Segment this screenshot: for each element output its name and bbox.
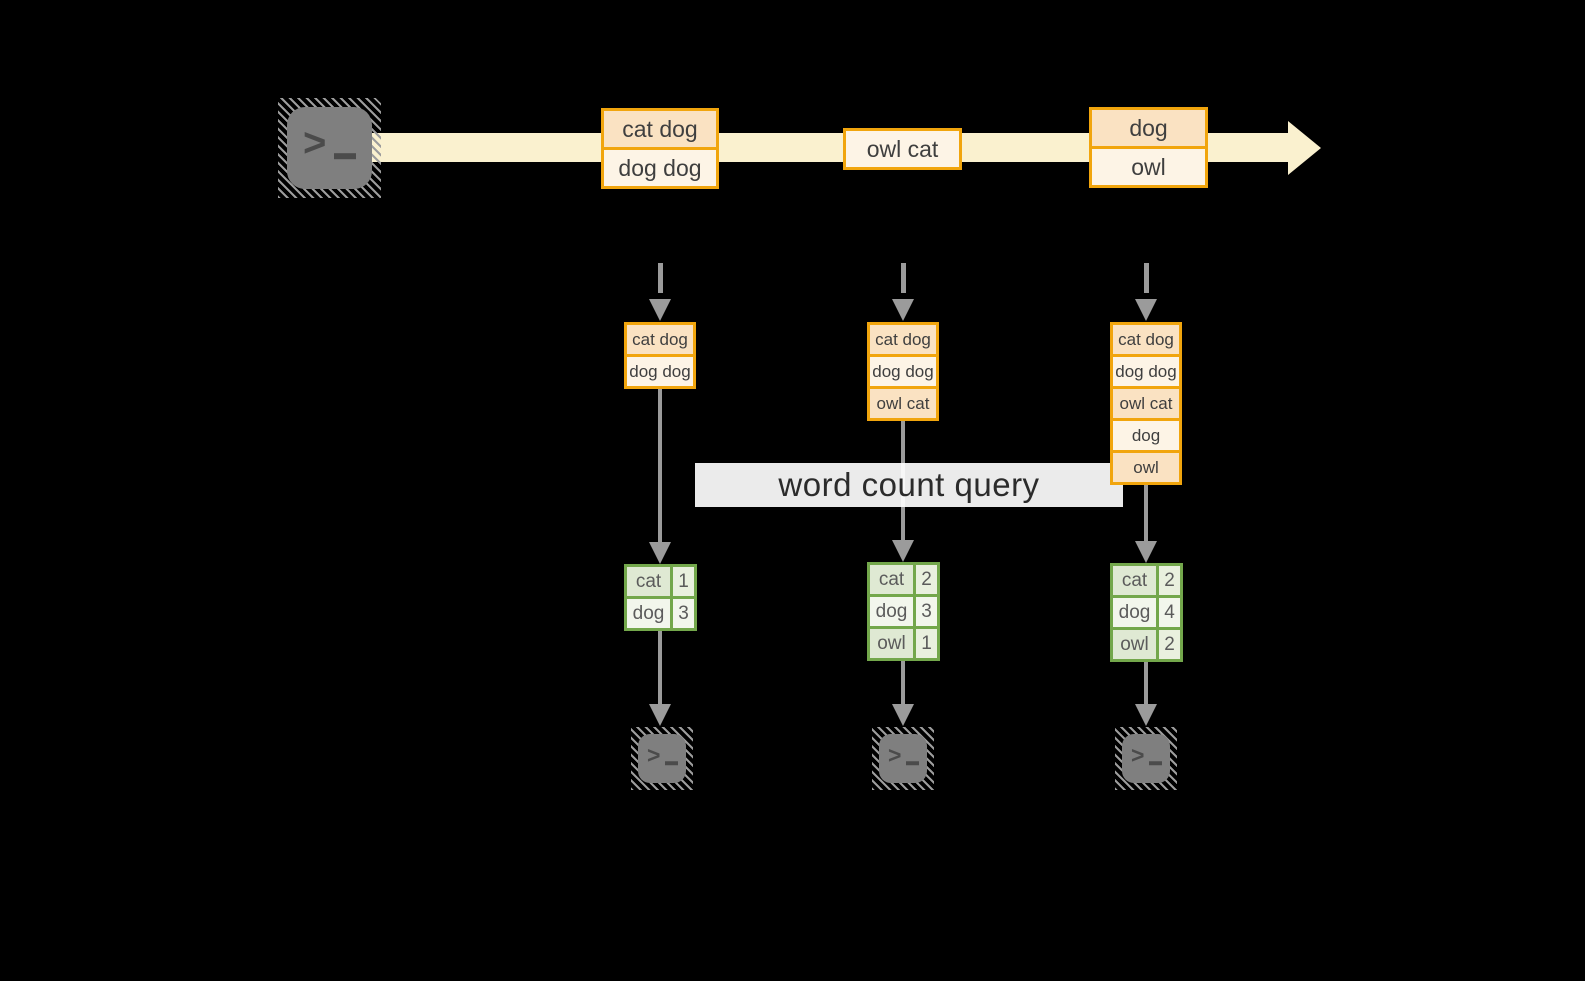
stream-message-1: cat dog dog dog (601, 108, 719, 189)
table-cell-count: 3 (916, 597, 937, 626)
down-arrowhead-icon (892, 540, 914, 562)
terminal-prompt-icon: > (647, 742, 679, 769)
stream-arrowhead-icon (1288, 121, 1321, 175)
dashed-arrow (1144, 263, 1149, 293)
prompt-cursor (665, 761, 679, 766)
record-stack-1: cat dog dog dog (624, 322, 696, 389)
stack-row: owl cat (1113, 389, 1179, 418)
table-cell-count: 2 (916, 565, 937, 594)
prompt-cursor (1149, 761, 1163, 766)
dashed-arrow (658, 263, 663, 293)
connector-line (1144, 662, 1148, 704)
sink-terminal-icon-2: > (872, 727, 934, 790)
down-arrowhead-icon (1135, 704, 1157, 726)
dashed-arrow (901, 263, 906, 293)
table-cell-word: owl (1113, 630, 1156, 659)
terminal-body: > (638, 734, 686, 783)
terminal-prompt-icon: > (1131, 742, 1163, 769)
sink-terminal-icon-3: > (1115, 727, 1177, 790)
table-cell-count: 3 (673, 599, 694, 628)
prompt-chevron: > (647, 742, 661, 769)
message-line: dog dog (604, 150, 716, 186)
table-cell-word: cat (627, 567, 670, 596)
word-count-query-label: word count query (695, 463, 1123, 507)
down-arrowhead-icon (1135, 299, 1157, 321)
prompt-chevron: > (888, 742, 902, 769)
down-arrowhead-icon (649, 542, 671, 564)
stack-row: owl (1113, 453, 1179, 482)
table-cell-count: 2 (1159, 630, 1180, 659)
terminal-prompt-icon: > (303, 121, 357, 166)
stack-row: dog (1113, 421, 1179, 450)
stack-row: dog dog (627, 357, 693, 386)
stream-message-2: owl cat (843, 128, 962, 170)
record-stack-2: cat dog dog dog owl cat (867, 322, 939, 421)
stack-row: owl cat (870, 389, 936, 418)
count-table-1: cat 1 dog 3 (624, 564, 697, 631)
table-cell-word: cat (870, 565, 913, 594)
prompt-chevron: > (1131, 742, 1145, 769)
table-cell-word: dog (870, 597, 913, 626)
source-terminal-icon: > (278, 98, 381, 198)
stack-row: dog dog (1113, 357, 1179, 386)
stack-row: cat dog (627, 325, 693, 354)
message-line: cat dog (604, 111, 716, 147)
down-arrowhead-icon (892, 299, 914, 321)
connector-line (658, 631, 662, 704)
down-arrowhead-icon (649, 299, 671, 321)
table-cell-count: 4 (1159, 598, 1180, 627)
table-cell-count: 2 (1159, 566, 1180, 595)
terminal-body: > (287, 107, 372, 189)
record-stack-3: cat dog dog dog owl cat dog owl (1110, 322, 1182, 485)
prompt-cursor (906, 761, 920, 766)
terminal-body: > (1122, 734, 1170, 783)
connector-line (658, 387, 662, 543)
message-line: owl (1092, 149, 1205, 185)
stack-row: dog dog (870, 357, 936, 386)
stack-row: cat dog (870, 325, 936, 354)
terminal-prompt-icon: > (888, 742, 920, 769)
down-arrowhead-icon (649, 704, 671, 726)
table-cell-word: dog (627, 599, 670, 628)
table-cell-word: owl (870, 629, 913, 658)
count-table-3: cat 2 dog 4 owl 2 (1110, 563, 1183, 662)
table-cell-word: cat (1113, 566, 1156, 595)
prompt-chevron: > (303, 121, 327, 166)
down-arrowhead-icon (1135, 541, 1157, 563)
table-cell-count: 1 (916, 629, 937, 658)
table-cell-word: dog (1113, 598, 1156, 627)
table-cell-count: 1 (673, 567, 694, 596)
stream-message-3: dog owl (1089, 107, 1208, 188)
connector-line (901, 661, 905, 704)
prompt-cursor (334, 153, 357, 160)
message-line: owl cat (846, 131, 959, 167)
terminal-body: > (879, 734, 927, 783)
stack-row: cat dog (1113, 325, 1179, 354)
connector-line (1144, 485, 1148, 541)
message-line: dog (1092, 110, 1205, 146)
count-table-2: cat 2 dog 3 owl 1 (867, 562, 940, 661)
sink-terminal-icon-1: > (631, 727, 693, 790)
down-arrowhead-icon (892, 704, 914, 726)
